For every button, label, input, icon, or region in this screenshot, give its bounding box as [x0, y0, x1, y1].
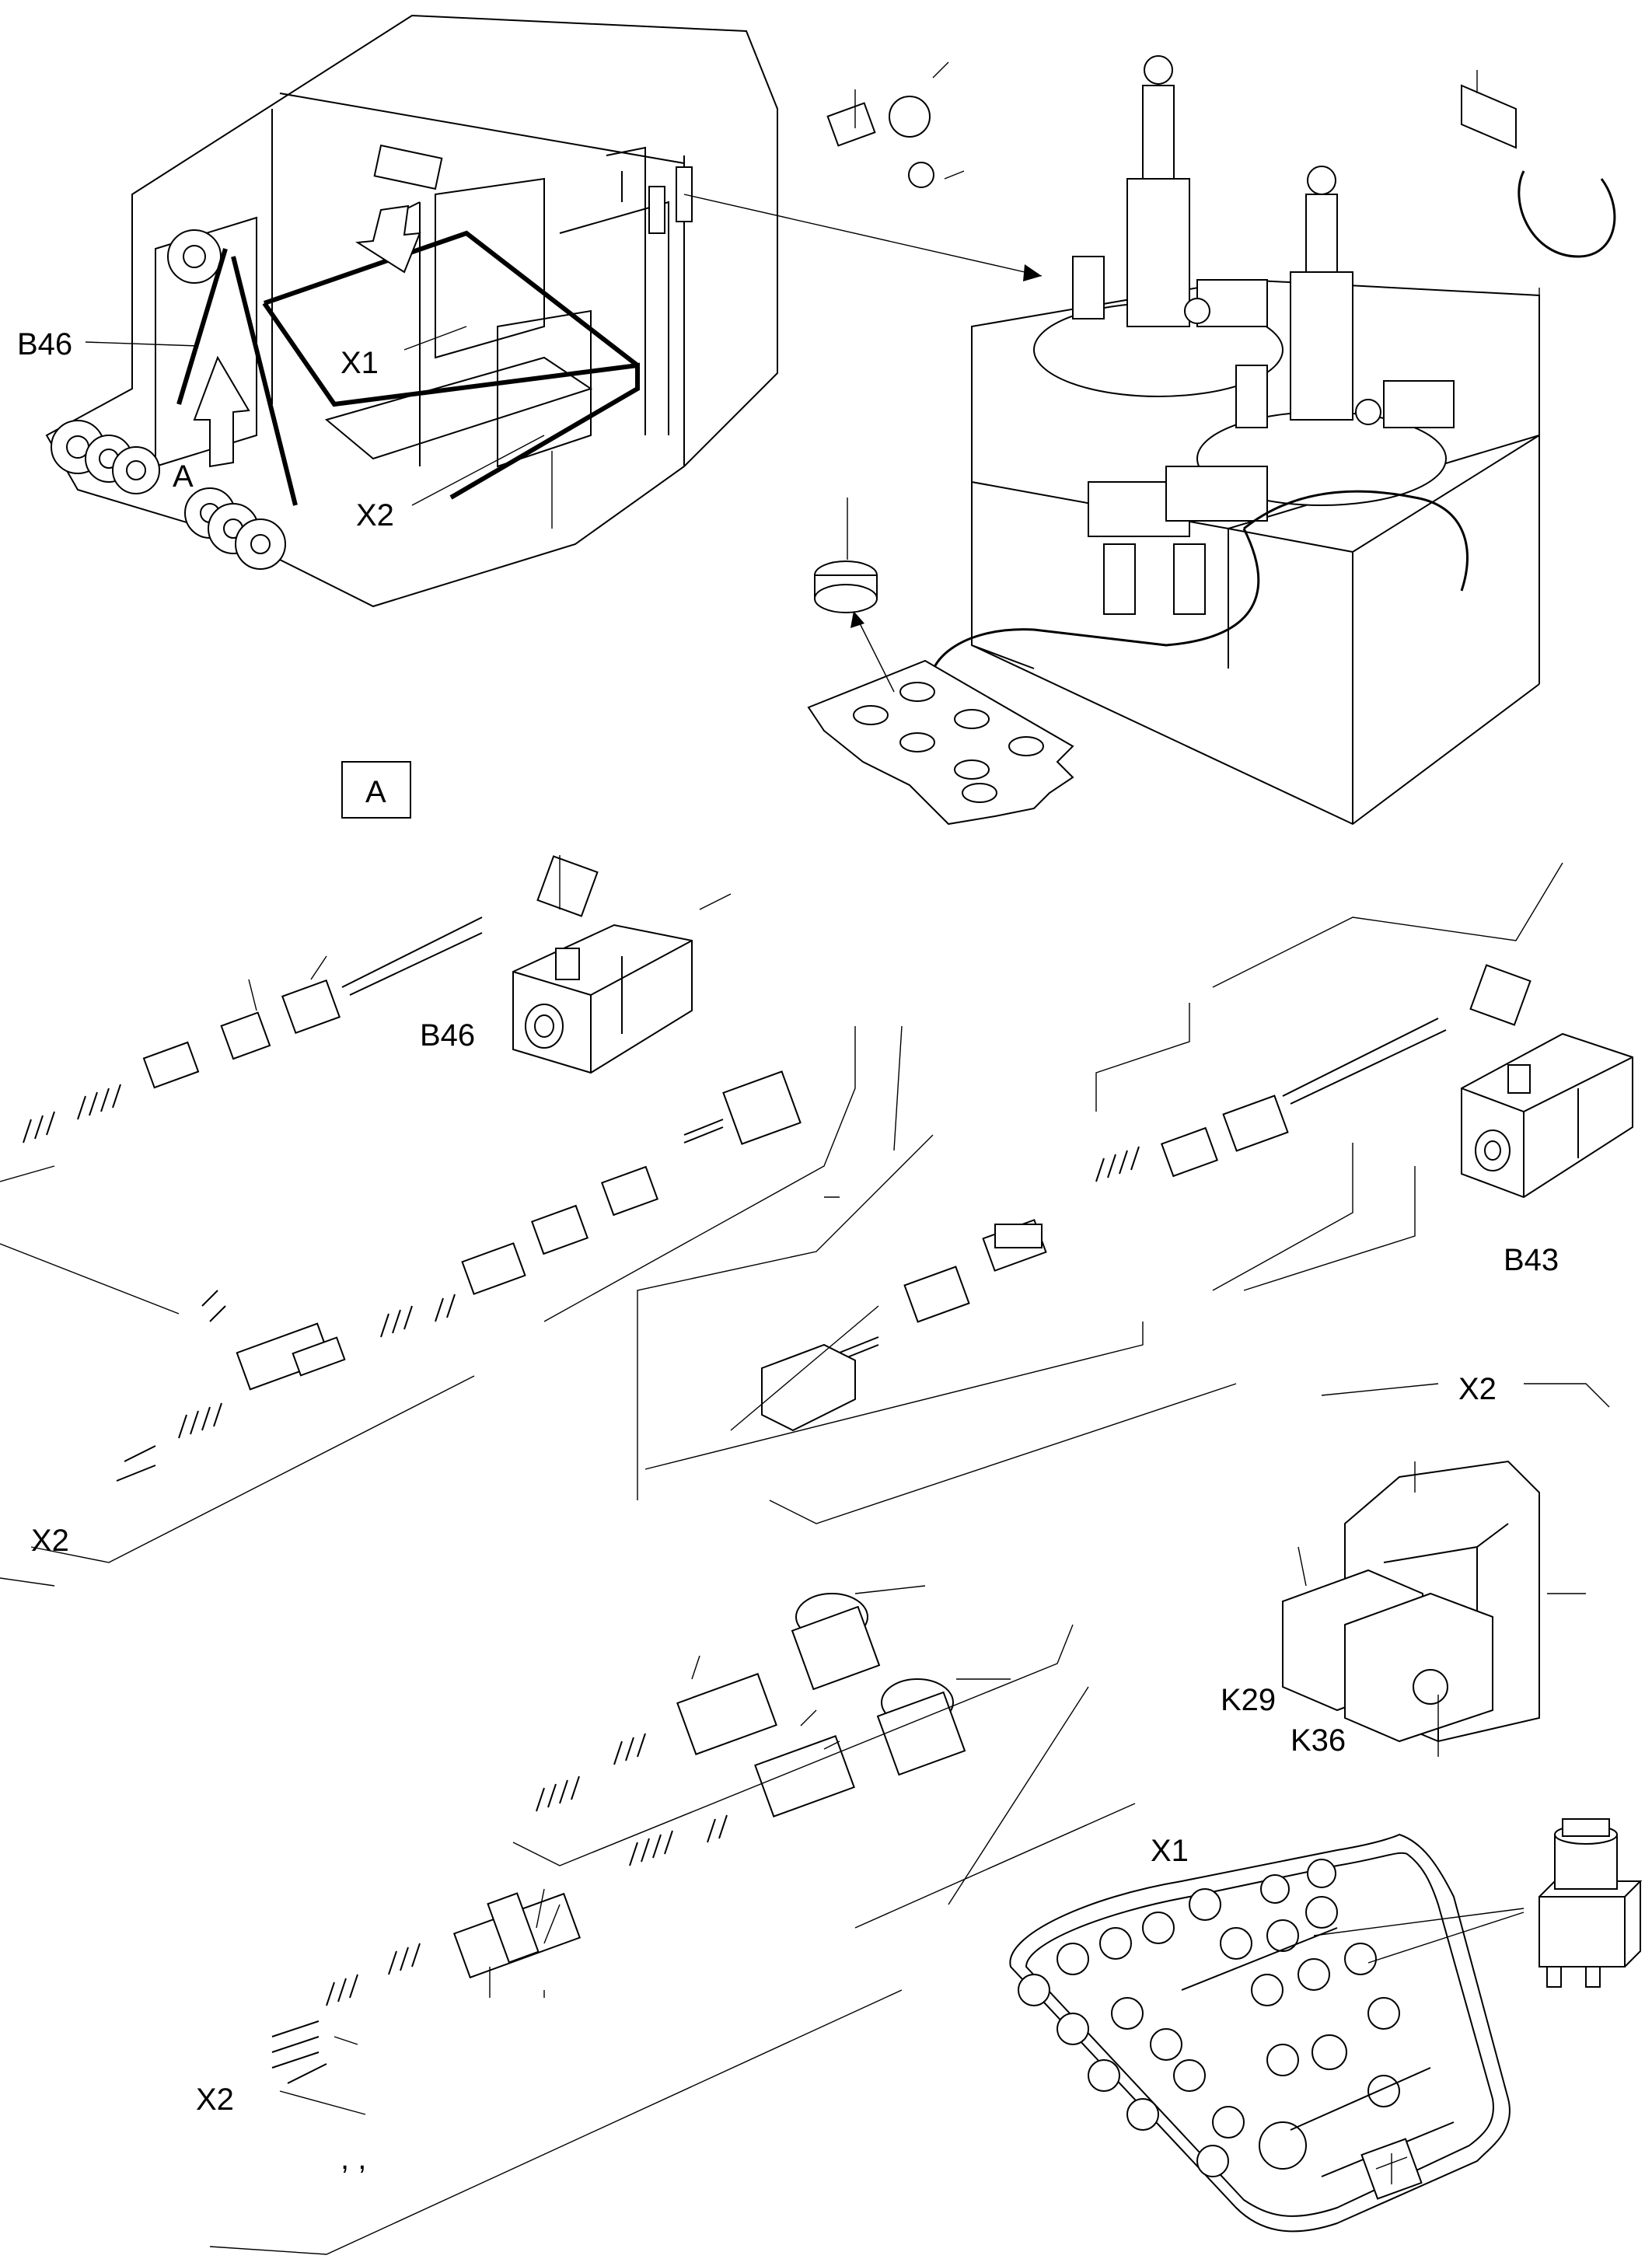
- hydraulic-unit: [807, 55, 1616, 826]
- label-a-top: A: [173, 459, 194, 494]
- junction-chain-x2-left: X2: [0, 1025, 903, 1587]
- label-x2-top: X2: [356, 498, 394, 532]
- label-x1-panel: X1: [1151, 1834, 1189, 1868]
- connector-chain-x2-bottom: X2 , ,: [196, 1585, 1136, 2255]
- sensor-b46: [512, 855, 693, 1074]
- spring-left: [23, 1084, 121, 1143]
- label-ticks: , ,: [341, 2142, 366, 2176]
- label-plate: [373, 144, 443, 190]
- label-k29: K29: [1221, 1683, 1276, 1717]
- label-x1-top: X1: [341, 346, 379, 380]
- connector-chain-b46: B46: [0, 855, 732, 1182]
- label-k36: K36: [1291, 1723, 1346, 1758]
- floor-plate: [807, 659, 1074, 826]
- up-arrow-icon: [193, 355, 250, 468]
- label-b46-mid: B46: [420, 1018, 475, 1053]
- connector-chain-b43: B43: [637, 862, 1633, 1524]
- roller-assembly: [51, 216, 286, 570]
- relay-block-x2: X2 K29 K36: [1221, 1372, 1610, 1758]
- label-x2-right: X2: [1458, 1372, 1497, 1406]
- sensor-b43: [1461, 964, 1633, 1199]
- label-b43: B43: [1504, 1243, 1559, 1277]
- label-x2-bottom: X2: [196, 2083, 234, 2117]
- direction-pad: [1360, 2138, 1423, 2200]
- section-a-marker: A: [341, 761, 411, 819]
- knob-grid: [1018, 1859, 1400, 2177]
- label-x2-left: X2: [31, 1524, 69, 1558]
- rotary-switch: [1538, 1818, 1643, 1988]
- control-panel-x1: X1: [1009, 1818, 1643, 2233]
- down-arrow-icon: [355, 204, 421, 274]
- machine-overview: B46 A X1 X2: [17, 14, 1043, 608]
- label-b46-top: B46: [17, 327, 72, 361]
- label-a-box: A: [365, 775, 386, 809]
